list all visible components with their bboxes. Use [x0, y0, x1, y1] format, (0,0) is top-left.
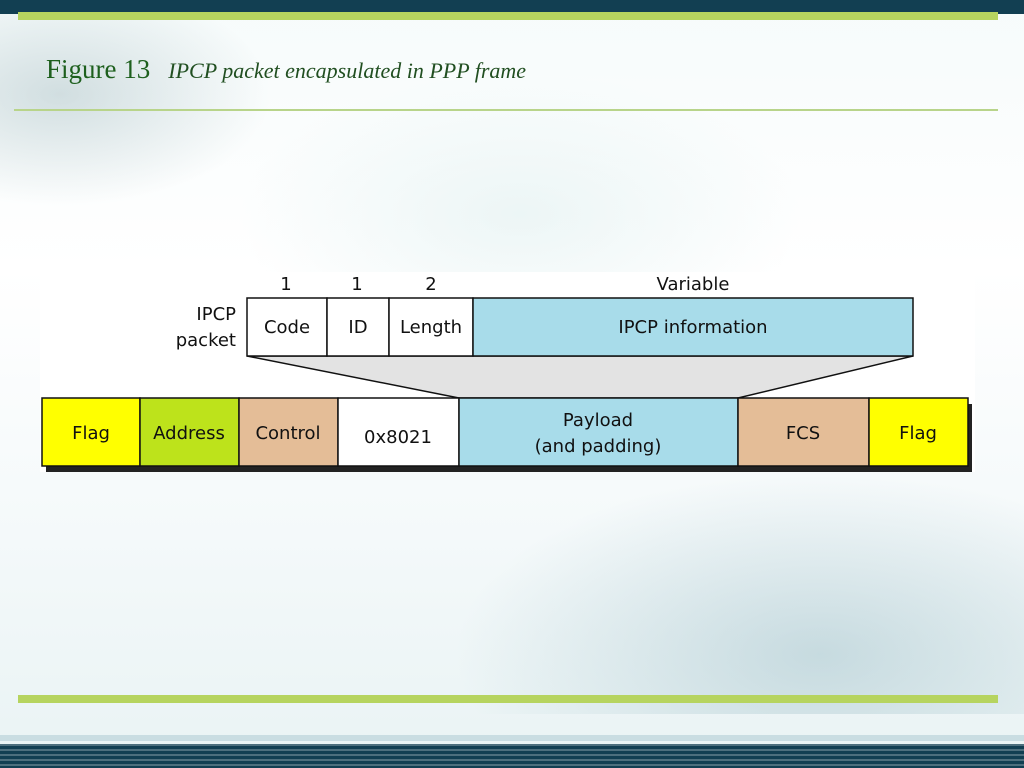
code-field: [246, 297, 328, 357]
code-label: Code: [264, 317, 310, 338]
flag-left-label: Flag: [72, 423, 110, 444]
slide-title: Figure 13 IPCP packet encapsulated in PP…: [46, 54, 526, 85]
payload-field: [458, 397, 739, 467]
id-label: ID: [348, 317, 367, 338]
control-label: Control: [255, 423, 320, 444]
length-field: [388, 297, 474, 357]
length-label: Length: [400, 317, 462, 338]
bottom-green-accent-bar: [18, 695, 998, 703]
top-navy-bar: [0, 0, 1024, 14]
payload-label-line2: (and padding): [535, 436, 662, 457]
fcs-label: FCS: [786, 423, 820, 444]
id-size-label: 1: [351, 274, 362, 295]
title-underline: [14, 109, 998, 111]
payload-label-line1: Payload: [563, 410, 633, 431]
bottom-light-strip: [0, 735, 1024, 741]
ppp-frame-row: Flag Address Control 0x8021 Payload (and…: [41, 397, 969, 467]
flag-field-right: [868, 397, 969, 467]
figure-number: Figure 13: [46, 54, 151, 84]
ipcp-label-line2: packet: [176, 330, 236, 351]
ipcp-info-label: IPCP information: [618, 317, 767, 338]
fcs-field: [737, 397, 870, 467]
bottom-stripes: [0, 744, 1024, 768]
bottom-navy-bar: [0, 744, 1024, 768]
figure-caption: IPCP packet encapsulated in PPP frame: [168, 58, 527, 83]
flag-right-label: Flag: [899, 423, 937, 444]
address-field: [139, 397, 240, 467]
address-label: Address: [153, 423, 225, 444]
ipcp-info-field: [472, 297, 914, 357]
protocol-label: 0x8021: [364, 427, 432, 448]
protocol-field: [337, 397, 460, 467]
ipcp-label-line1: IPCP: [196, 304, 236, 325]
info-size-label: Variable: [657, 274, 730, 295]
top-green-accent-bar: [18, 12, 998, 20]
ipcp-packet-row: Code ID Length IPCP information: [246, 297, 914, 357]
length-size-label: 2: [425, 274, 436, 295]
code-size-label: 1: [280, 274, 291, 295]
